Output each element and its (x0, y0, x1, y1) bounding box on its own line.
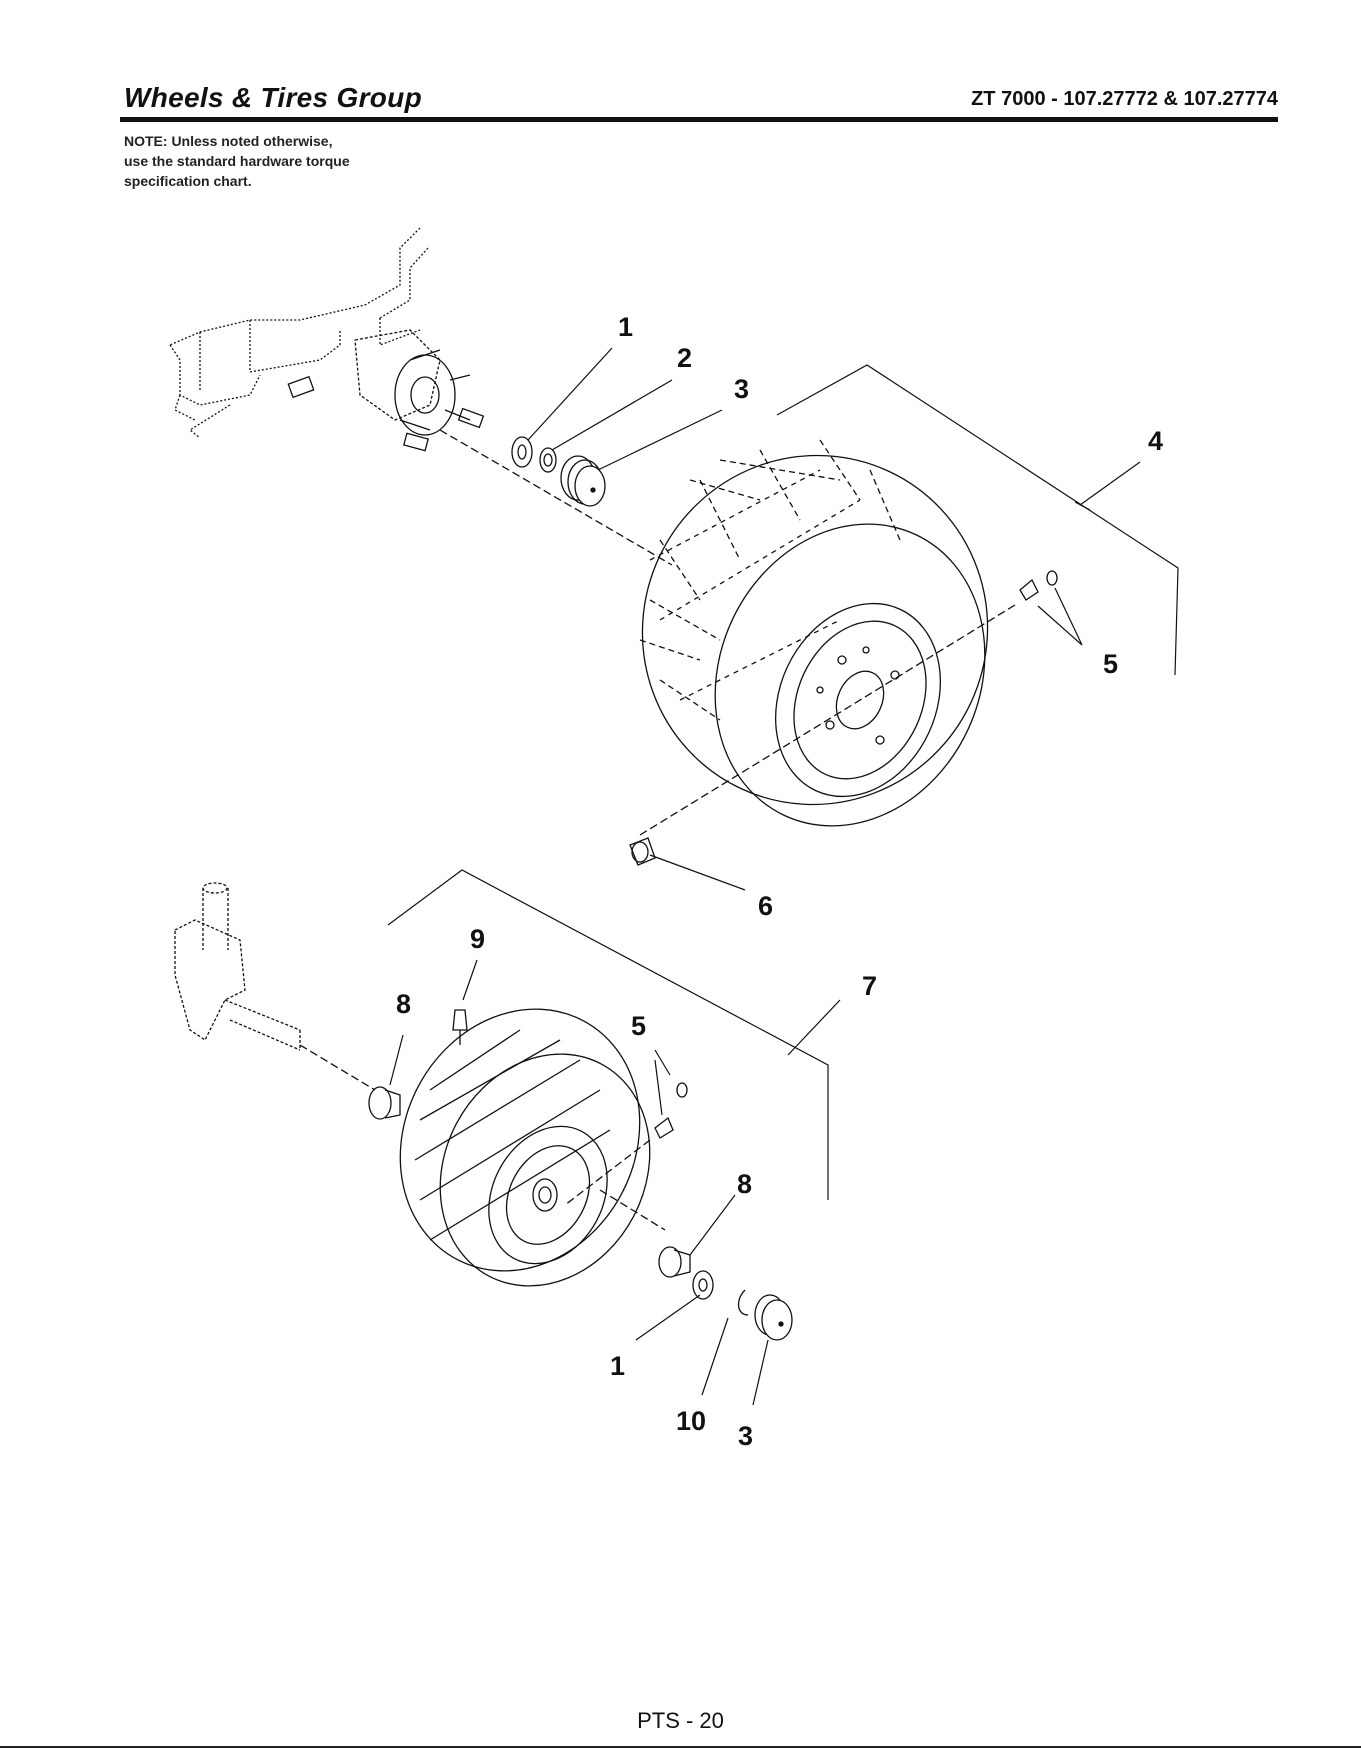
callout-front-1: 1 (610, 1351, 625, 1381)
front-retaining-clip (739, 1290, 748, 1315)
callout-rear-6: 6 (758, 891, 773, 921)
caster-fork (175, 883, 300, 1050)
callout-rear-4: 4 (1148, 426, 1163, 456)
callout-rear-2: 2 (677, 343, 692, 373)
front-hub-cap (755, 1295, 792, 1340)
callout-front-7: 7 (862, 971, 877, 1001)
callout-rear-5: 5 (1103, 649, 1118, 679)
callout-front-3: 3 (738, 1421, 753, 1451)
callout-front-9: 9 (470, 924, 485, 954)
callout-front-8b: 8 (737, 1169, 752, 1199)
rear-hub-cap (561, 456, 605, 506)
callout-front-10: 10 (676, 1406, 706, 1436)
callout-rear-1: 1 (618, 312, 633, 342)
front-valve-stem (655, 1083, 687, 1138)
callout-front-8a: 8 (396, 989, 411, 1019)
rear-tire (585, 399, 1045, 871)
rear-axle-centerline (440, 430, 672, 565)
leader-lines (388, 348, 1178, 1405)
rear-rim (745, 576, 971, 823)
rear-valve-stem (1020, 571, 1057, 600)
rear-hub (288, 330, 483, 451)
rear-frame-assembly (170, 228, 428, 438)
callout-front-5: 5 (631, 1011, 646, 1041)
callout-rear-3: 3 (734, 374, 749, 404)
front-washer (693, 1271, 713, 1299)
rear-valve-centerline (640, 605, 1015, 835)
page-number: PTS - 20 (0, 1708, 1361, 1734)
front-axle-centerline (300, 1045, 665, 1230)
rear-retainer (540, 448, 556, 472)
rear-washer (512, 437, 532, 467)
rear-lug-nut (630, 838, 655, 865)
front-spacer-right (659, 1247, 690, 1277)
front-spacer-left (369, 1087, 400, 1119)
footer-rule (0, 1746, 1361, 1748)
